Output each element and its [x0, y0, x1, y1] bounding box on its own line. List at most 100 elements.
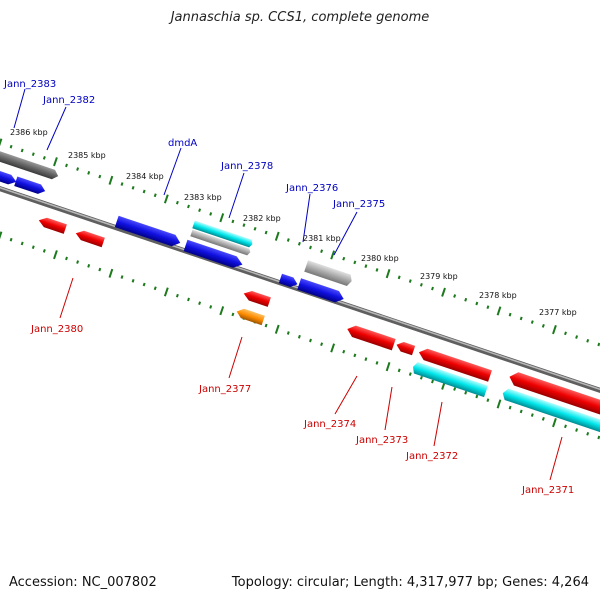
- gene-arrow-jann-2382: [14, 176, 46, 194]
- gene-arrow-gray-3: [304, 260, 352, 287]
- scale-label: 2380 kbp: [361, 254, 399, 263]
- minor-tick: [586, 431, 590, 436]
- gene-track: [0, 145, 600, 434]
- gene-label-jann-2376: Jann_2376: [285, 183, 338, 194]
- minor-tick: [431, 286, 434, 291]
- minor-tick: [65, 256, 68, 261]
- minor-tick: [597, 342, 600, 347]
- minor-tick: [475, 301, 479, 306]
- minor-tick: [464, 297, 468, 302]
- genome-stats-text: Topology: circular; Length: 4,317,977 bp…: [231, 575, 589, 590]
- major-tick: [496, 306, 502, 316]
- gene-arrow-jann-2383: [0, 169, 17, 185]
- minor-tick: [530, 413, 534, 417]
- minor-tick: [76, 260, 80, 264]
- major-tick: [552, 417, 557, 428]
- minor-tick: [42, 156, 46, 160]
- gene-label-jann-2377: Jann_2377: [198, 384, 251, 395]
- minor-tick: [564, 331, 567, 336]
- minor-tick: [486, 305, 490, 310]
- minor-tick: [342, 349, 346, 354]
- minor-tick: [464, 390, 468, 395]
- minor-tick: [175, 200, 179, 205]
- gene-arrow-blue-small: [278, 273, 298, 288]
- minor-tick: [175, 293, 179, 298]
- scale-label: 2377 kbp: [539, 308, 577, 317]
- major-tick: [53, 157, 58, 167]
- reverse-gene-labels: Jann_2380 Jann_2377 Jann_2374 Jann_2373 …: [30, 277, 574, 496]
- major-tick: [0, 138, 3, 147]
- minor-tick: [397, 368, 401, 373]
- minor-tick: [419, 375, 423, 380]
- minor-tick: [541, 416, 545, 421]
- major-tick: [441, 287, 446, 297]
- scale-label: 2379 kbp: [420, 272, 458, 281]
- leader-line: [334, 375, 358, 415]
- minor-tick: [431, 379, 434, 384]
- minor-tick: [187, 297, 190, 302]
- scale-label: 2385 kbp: [68, 151, 106, 160]
- major-tick: [108, 268, 114, 278]
- minor-tick: [31, 152, 35, 157]
- minor-tick: [475, 394, 479, 399]
- minor-tick: [153, 286, 157, 291]
- gene-arrow-jann-2380: [75, 230, 105, 248]
- minor-tick: [231, 219, 235, 224]
- major-tick: [274, 324, 280, 334]
- minor-tick: [198, 301, 202, 306]
- leader-line: [163, 147, 182, 196]
- minor-tick: [364, 264, 368, 269]
- major-tick: [385, 268, 391, 279]
- gene-arrow-jann-2373: [396, 341, 416, 356]
- gene-label-jann-2375: Jann_2375: [332, 199, 385, 210]
- major-tick: [496, 399, 502, 409]
- minor-tick: [120, 275, 124, 279]
- leader-line: [228, 336, 243, 379]
- minor-tick: [153, 193, 157, 198]
- leader-line: [433, 401, 443, 447]
- gene-label-jann-2383: Jann_2383: [3, 79, 56, 90]
- gene-arrow-red-3: [418, 348, 492, 382]
- map-title: Jannaschia sp. CCS1, complete genome: [170, 10, 430, 25]
- minor-tick: [397, 275, 401, 280]
- minor-tick: [142, 189, 146, 194]
- gene-arrow-dmda: [114, 215, 181, 247]
- minor-tick: [98, 174, 102, 179]
- scale-label: 2386 kbp: [10, 128, 48, 137]
- gene-arrow-cyan-2: [502, 388, 600, 434]
- minor-tick: [231, 312, 235, 317]
- minor-tick: [209, 305, 213, 309]
- gene-arrow-red-2: [243, 291, 271, 307]
- leader-line: [549, 436, 563, 481]
- minor-tick: [31, 245, 35, 250]
- leader-line: [384, 386, 393, 431]
- major-tick: [0, 231, 3, 240]
- minor-tick: [120, 182, 124, 186]
- minor-tick: [131, 185, 135, 190]
- gene-arrow-jann-2378: [192, 220, 253, 248]
- major-tick: [163, 287, 169, 297]
- minor-tick: [408, 372, 412, 376]
- scale-label: 2378 kbp: [479, 291, 517, 300]
- minor-tick: [575, 335, 579, 339]
- gene-arrow-jann-2376: [183, 239, 243, 268]
- major-tick: [53, 250, 58, 260]
- scale-labels: 2386 kbp 2385 kbp 2384 kbp 2383 kbp 2382…: [10, 128, 577, 317]
- minor-tick: [564, 424, 567, 429]
- minor-tick: [508, 312, 512, 317]
- gene-label-jann-2380: Jann_2380: [30, 324, 83, 335]
- gene-label-jann-2382: Jann_2382: [42, 95, 95, 106]
- minor-tick: [453, 294, 457, 298]
- gene-label-dmda: dmdA: [168, 138, 197, 149]
- gene-arrow-gray-1: [0, 145, 59, 180]
- minor-tick: [519, 316, 523, 321]
- minor-tick: [87, 170, 91, 175]
- minor-tick: [353, 260, 357, 265]
- minor-tick: [297, 241, 301, 246]
- minor-tick: [309, 245, 312, 250]
- minor-tick: [320, 342, 324, 347]
- gene-arrow-jann-2375: [297, 278, 344, 303]
- major-tick: [163, 194, 169, 204]
- minor-tick: [375, 361, 379, 365]
